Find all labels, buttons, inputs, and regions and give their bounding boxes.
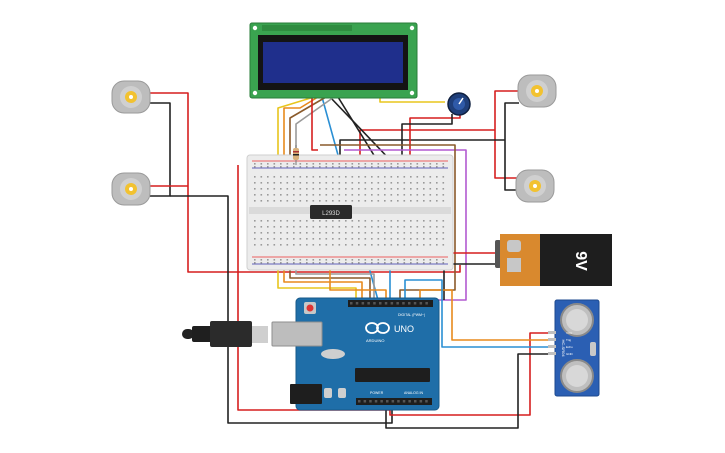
- wire-black[interactable]: [385, 353, 548, 429]
- driver-chip[interactable]: L293D: [310, 205, 352, 219]
- crystal: [321, 349, 345, 359]
- wire-brown[interactable]: [289, 96, 371, 300]
- wire-black[interactable]: [504, 102, 519, 191]
- ultrasonic-label: HC-SR04: [561, 339, 566, 357]
- analog-header-label: ANALOG IN: [404, 391, 424, 395]
- pin-label-trig: Trig: [566, 338, 571, 342]
- battery-9v[interactable]: 9V: [495, 234, 612, 286]
- dc-motor-icon[interactable]: [515, 169, 555, 203]
- ultrasonic-sensor[interactable]: HC-SR04 VCC Trig Echo GND: [548, 299, 600, 397]
- wire-red[interactable]: [494, 90, 519, 179]
- wire-red[interactable]: [150, 92, 461, 273]
- wire-blue[interactable]: [404, 279, 548, 348]
- pin-label-echo: Echo: [566, 345, 573, 349]
- dc-motor-icon[interactable]: [517, 74, 557, 108]
- wire-black[interactable]: [337, 96, 381, 166]
- lcd-screen: [263, 42, 403, 83]
- ultrasonic-pins: [548, 331, 556, 355]
- dc-motor-icon[interactable]: [111, 80, 151, 114]
- digital-header-label: DIGITAL (PWM~): [398, 313, 425, 317]
- wire-black[interactable]: [150, 102, 171, 197]
- potentiometer[interactable]: [447, 92, 471, 116]
- lcd-pin-header: [262, 25, 352, 31]
- pin-label-gnd: GND: [566, 352, 574, 356]
- arduino-logo-icon: [365, 322, 390, 334]
- resistor[interactable]: [293, 145, 299, 165]
- wire-gray[interactable]: [295, 96, 375, 300]
- power-header-label: POWER: [370, 391, 384, 395]
- arduino-uno[interactable]: UNO ARDUINO DIGITAL (PWM~) POWER ANALOG …: [271, 297, 440, 411]
- wire-red[interactable]: [311, 97, 318, 151]
- wire-orange[interactable]: [419, 289, 548, 341]
- usb-cable: [182, 321, 268, 347]
- pin-label-vcc: VCC: [566, 331, 573, 335]
- wire-red[interactable]: [389, 332, 548, 416]
- atmega-chip: [355, 368, 430, 382]
- arduino-brand: ARDUINO: [366, 338, 384, 343]
- motors: [111, 74, 557, 206]
- wire-black[interactable]: [170, 195, 393, 424]
- wire-yellow[interactable]: [277, 96, 357, 300]
- arduino-uno-logo: UNO: [394, 324, 414, 334]
- digital-header: [348, 300, 433, 307]
- lcd-display[interactable]: [249, 22, 418, 99]
- breadboard-holes: [254, 163, 445, 264]
- arduino-pins: [350, 302, 428, 403]
- dc-motor-icon[interactable]: [111, 172, 151, 206]
- chip-label: L293D: [322, 211, 340, 217]
- battery-label: 9V: [572, 251, 589, 271]
- wire-black[interactable]: [329, 96, 396, 166]
- wire-brown[interactable]: [320, 144, 456, 300]
